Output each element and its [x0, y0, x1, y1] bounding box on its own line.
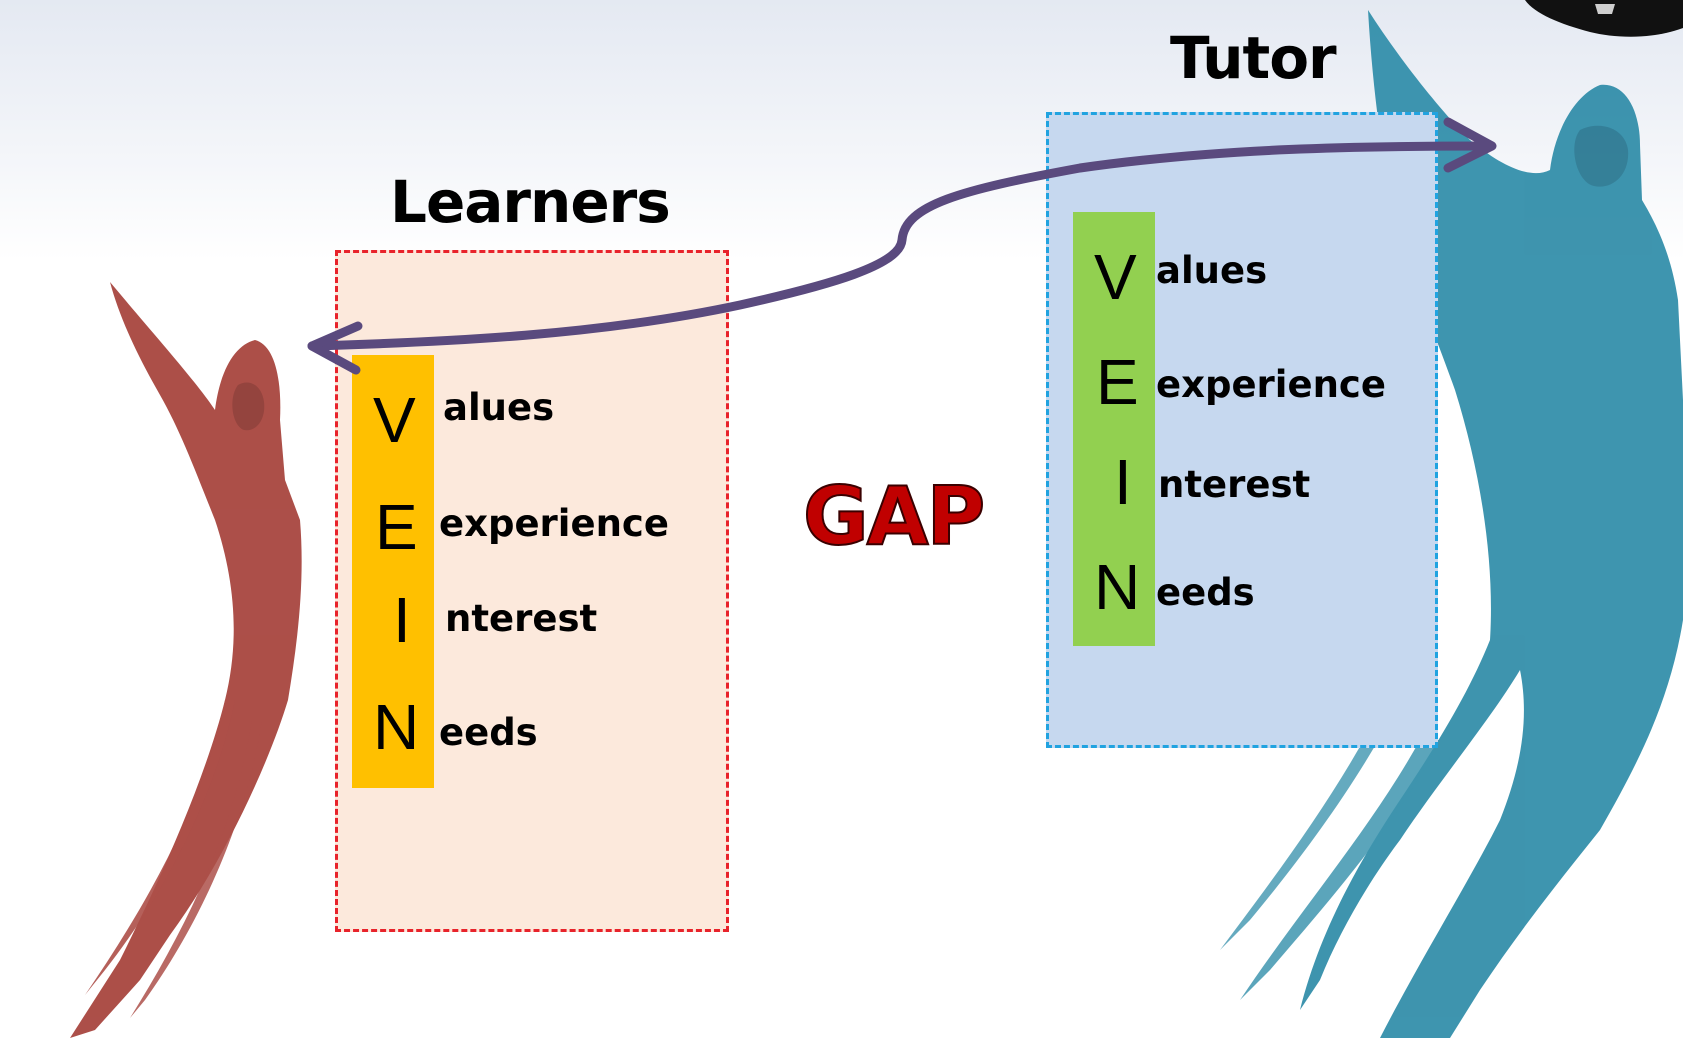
learners-word-interest: nterest [445, 597, 598, 640]
learners-letter-e: E [375, 491, 418, 563]
tutor-word-experience: experience [1156, 363, 1386, 406]
tutor-letter-e: E [1096, 346, 1139, 418]
tutor-word-needs: eeds [1156, 571, 1255, 614]
tutor-letter-i: I [1114, 446, 1132, 518]
tutor-word-values: alues [1156, 249, 1268, 292]
tutor-letter-v: V [1094, 241, 1137, 313]
tutor-figure-icon [1220, 10, 1683, 1038]
learners-word-experience: experience [439, 502, 669, 545]
graduation-cap-icon [1525, 0, 1683, 37]
tutor-word-interest: nterest [1158, 463, 1311, 506]
learners-title: Learners [390, 168, 671, 236]
learners-word-needs: eeds [439, 711, 538, 754]
learners-letter-n: N [373, 691, 420, 763]
learners-letter-v: V [373, 384, 416, 456]
learners-word-values: alues [443, 386, 555, 429]
gap-label: GAP [802, 469, 986, 564]
learners-letter-i: I [393, 584, 411, 656]
learner-figure-icon [70, 282, 302, 1038]
learners-vein-strip [352, 355, 434, 788]
tutor-title: Tutor [1170, 24, 1337, 92]
tutor-letter-n: N [1094, 551, 1141, 623]
